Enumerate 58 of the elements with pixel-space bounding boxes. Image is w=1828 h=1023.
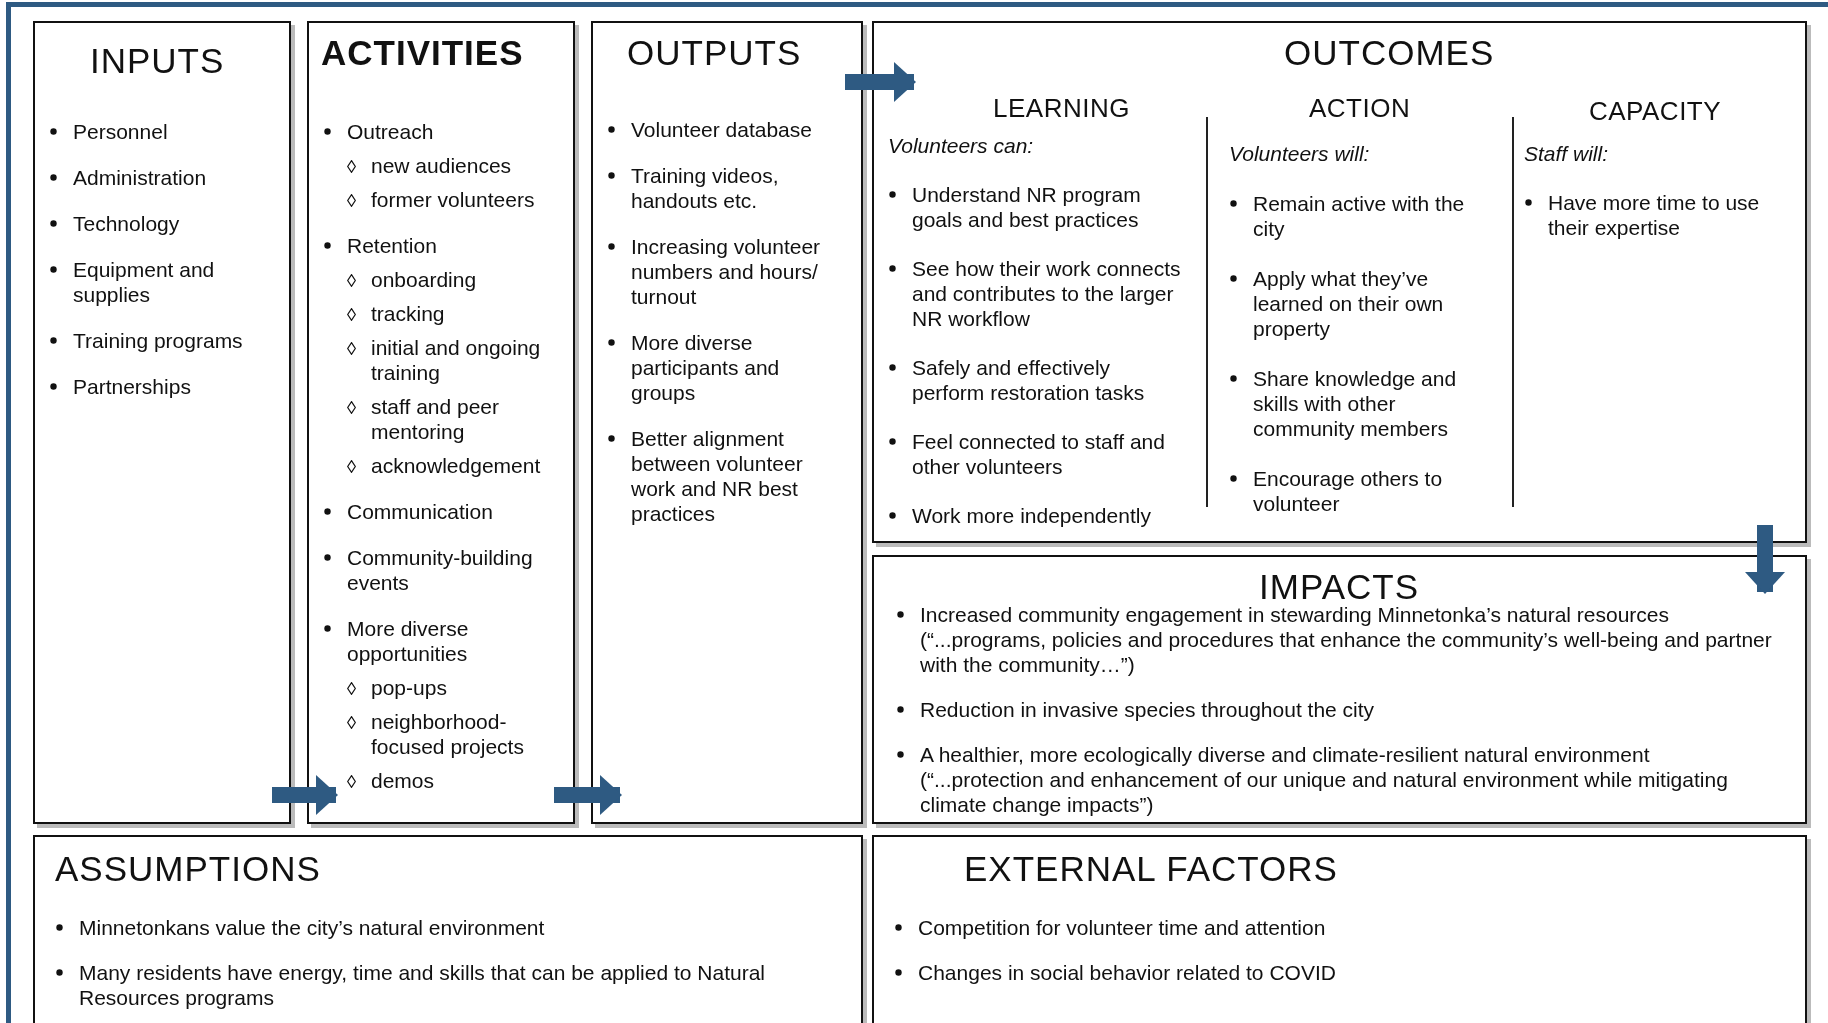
intro-text: Volunteers will: bbox=[1229, 141, 1371, 166]
column-heading: LEARNING bbox=[993, 93, 1130, 124]
bullet-item: Increasing volunteer numbers and hours/ turnout bbox=[607, 234, 839, 309]
section-heading: INPUTS bbox=[90, 41, 225, 81]
intro-text: Staff will: bbox=[1524, 141, 1610, 166]
bullet-item: Communication bbox=[323, 499, 573, 524]
sub-item: tracking bbox=[323, 301, 573, 326]
bullet-item: Feel connected to staff and other volunteers bbox=[888, 429, 1183, 479]
bullet-item: Understand NR program goals and best practices bbox=[888, 182, 1183, 232]
bullet-item: Community-building events bbox=[323, 545, 573, 595]
sub-item: onboarding bbox=[323, 267, 573, 292]
section-heading: ASSUMPTIONS bbox=[55, 849, 321, 889]
bullet-item: Personnel bbox=[49, 119, 279, 144]
bullet-item: See how their work connects and contributes to the larger NR workflow bbox=[888, 256, 1183, 331]
bullet-item: Reduction in invasive species throughout the city bbox=[896, 697, 1776, 722]
bullet-item: More diverse opportunities bbox=[323, 616, 573, 666]
sub-item: acknowledgement bbox=[323, 453, 573, 478]
sub-item: former volunteers bbox=[323, 187, 573, 212]
bullet-item: Have more time to use their expertise bbox=[1524, 190, 1779, 240]
column-heading: CAPACITY bbox=[1589, 96, 1722, 127]
bullet-item: Share knowledge and skills with other community members bbox=[1229, 366, 1479, 441]
bullet-item: Changes in social behavior related to COVID bbox=[894, 960, 1794, 985]
block-arrow bbox=[845, 62, 916, 102]
intro-text: Volunteers can: bbox=[888, 133, 1035, 158]
sub-item: new audiences bbox=[323, 153, 573, 178]
column-heading: ACTION bbox=[1309, 93, 1411, 124]
block-arrow bbox=[272, 775, 338, 815]
bullet-item: Work more independently bbox=[888, 503, 1183, 528]
block-arrow bbox=[554, 775, 622, 815]
bullet-item: Partnerships bbox=[49, 374, 279, 399]
bullet-item: Training videos, handouts etc. bbox=[607, 163, 839, 213]
bullet-item: Encourage others to volunteer bbox=[1229, 466, 1479, 516]
section-heading: ACTIVITIES bbox=[321, 33, 524, 73]
bullet-item: Training programs bbox=[49, 328, 279, 353]
bullet-item: Retention bbox=[323, 233, 573, 258]
bullet-item: Outreach bbox=[323, 119, 573, 144]
sub-item: initial and ongoing training bbox=[323, 335, 573, 385]
bullet-item: Volunteer database bbox=[607, 117, 839, 142]
block-arrow bbox=[1745, 525, 1785, 594]
bullet-item: Better alignment between volunteer work and NR best practices bbox=[607, 426, 839, 526]
section-heading: OUTPUTS bbox=[627, 33, 802, 73]
bullet-item: Technology bbox=[49, 211, 279, 236]
section-heading: OUTCOMES bbox=[1284, 33, 1495, 73]
section-heading: EXTERNAL FACTORS bbox=[964, 849, 1338, 889]
bullet-item: More diverse participants and groups bbox=[607, 330, 839, 405]
bullet-item: Safely and effectively perform restoration tasks bbox=[888, 355, 1183, 405]
bullet-item: Apply what they’ve learned on their own property bbox=[1229, 266, 1479, 341]
bullet-item: Minnetonkans value the city’s natural environment bbox=[55, 915, 855, 940]
sub-item: neighborhood-focused projects bbox=[323, 709, 573, 759]
bullet-item: Remain active with the city bbox=[1229, 191, 1479, 241]
sub-item: staff and peer mentoring bbox=[323, 394, 573, 444]
bullet-item: Equipment and supplies bbox=[49, 257, 279, 307]
bullet-item: Competition for volunteer time and attention bbox=[894, 915, 1794, 940]
sub-item: demos bbox=[323, 768, 573, 793]
bullet-item: Administration bbox=[49, 165, 279, 190]
bullet-item: Many residents have energy, time and skills that can be applied to Natural Resources programs bbox=[55, 960, 855, 1010]
sub-item: pop-ups bbox=[323, 675, 573, 700]
bullet-item: A healthier, more ecologically diverse and climate-resilient natural environment (“...protection and enhancement of our unique and natural environment while mitigating climate change impacts”) bbox=[896, 742, 1776, 817]
